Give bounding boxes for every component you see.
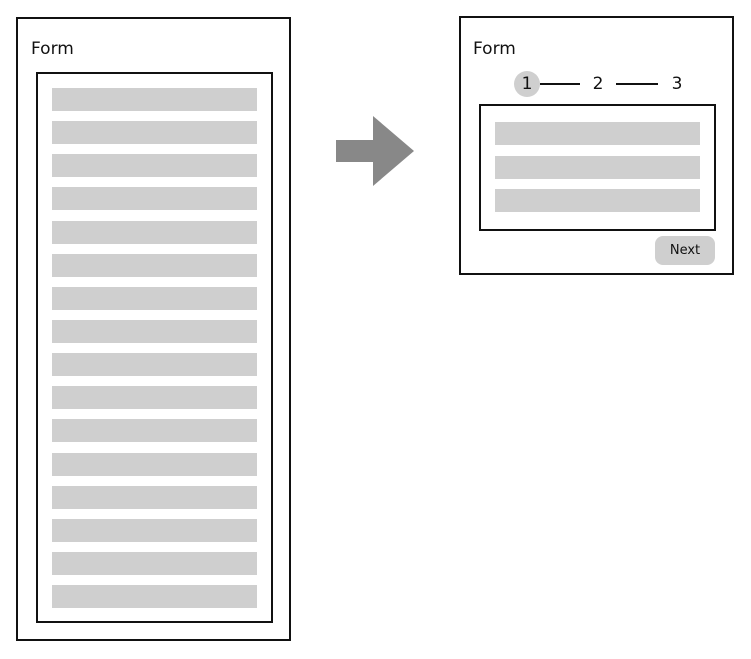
form-field-placeholder[interactable] xyxy=(52,518,257,542)
form-field-list xyxy=(52,88,257,618)
form-field-placeholder[interactable] xyxy=(52,319,257,343)
form-field-placeholder[interactable] xyxy=(52,187,257,211)
step-connector xyxy=(540,83,580,85)
form-field-placeholder[interactable] xyxy=(52,154,257,178)
form-field-placeholder[interactable] xyxy=(52,386,257,410)
form-field-placeholder[interactable] xyxy=(52,220,257,244)
form-field-placeholder[interactable] xyxy=(52,585,257,609)
form-field-placeholder[interactable] xyxy=(495,122,700,145)
form-field-list xyxy=(495,122,700,223)
form-fields-container xyxy=(36,72,273,623)
form-field-placeholder[interactable] xyxy=(52,286,257,310)
form-title: Form xyxy=(31,39,74,59)
step-indicator: 1 2 3 xyxy=(514,71,694,99)
form-field-placeholder[interactable] xyxy=(52,452,257,476)
form-title: Form xyxy=(473,39,516,59)
step-3[interactable]: 3 xyxy=(671,74,683,94)
form-field-placeholder[interactable] xyxy=(52,419,257,443)
arrow-shape xyxy=(336,116,414,186)
single-page-form-mockup: Form xyxy=(16,17,291,641)
form-field-placeholder[interactable] xyxy=(52,551,257,575)
multi-step-form-mockup: Form 1 2 3 Next xyxy=(459,16,734,275)
next-button[interactable]: Next xyxy=(655,236,715,265)
step-connector xyxy=(616,83,658,85)
step-2[interactable]: 2 xyxy=(592,74,604,94)
form-field-placeholder[interactable] xyxy=(52,353,257,377)
form-field-placeholder[interactable] xyxy=(495,155,700,179)
form-field-placeholder[interactable] xyxy=(52,253,257,277)
form-field-placeholder[interactable] xyxy=(52,121,257,145)
form-field-placeholder[interactable] xyxy=(52,485,257,509)
step-1[interactable]: 1 xyxy=(514,71,540,97)
form-field-placeholder[interactable] xyxy=(52,88,257,111)
right-arrow-icon xyxy=(336,116,414,186)
form-field-placeholder[interactable] xyxy=(495,189,700,212)
form-fields-container xyxy=(479,104,716,231)
